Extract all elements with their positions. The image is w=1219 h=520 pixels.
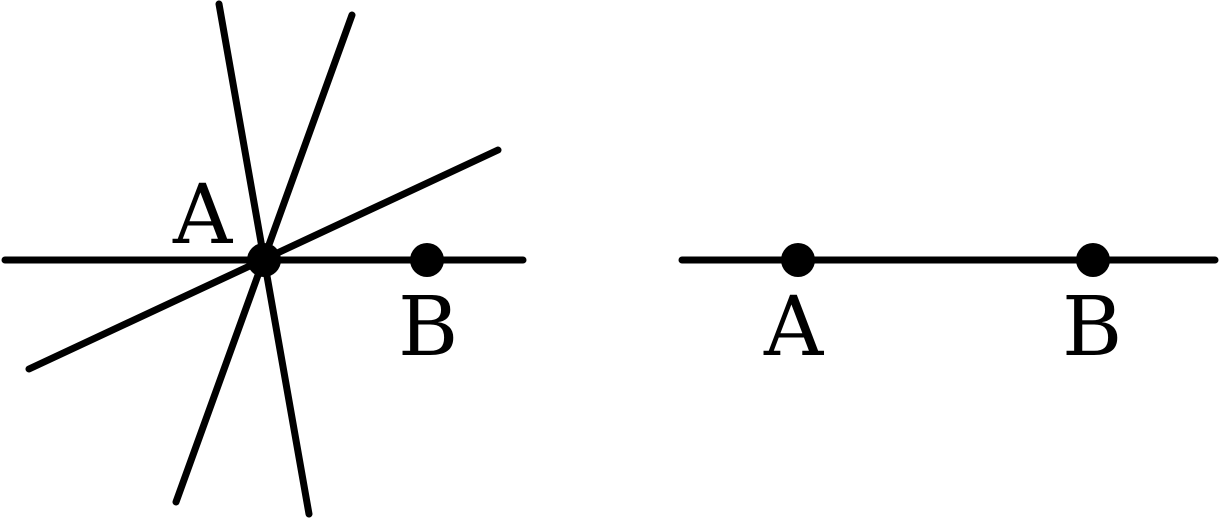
right-point-a-label: A [763, 280, 825, 375]
right-point-b-label: B [1062, 280, 1122, 375]
right-point-a [781, 243, 815, 277]
right-point-b [1076, 243, 1110, 277]
right-figure-line-through-a-and-b: A B [678, 243, 1219, 375]
left-figure-many-lines-through-a: A B [1, 0, 527, 518]
left-point-b-label: B [398, 280, 458, 375]
left-point-a [247, 243, 281, 277]
left-point-a-label: A [172, 168, 234, 263]
left-point-b [410, 243, 444, 277]
